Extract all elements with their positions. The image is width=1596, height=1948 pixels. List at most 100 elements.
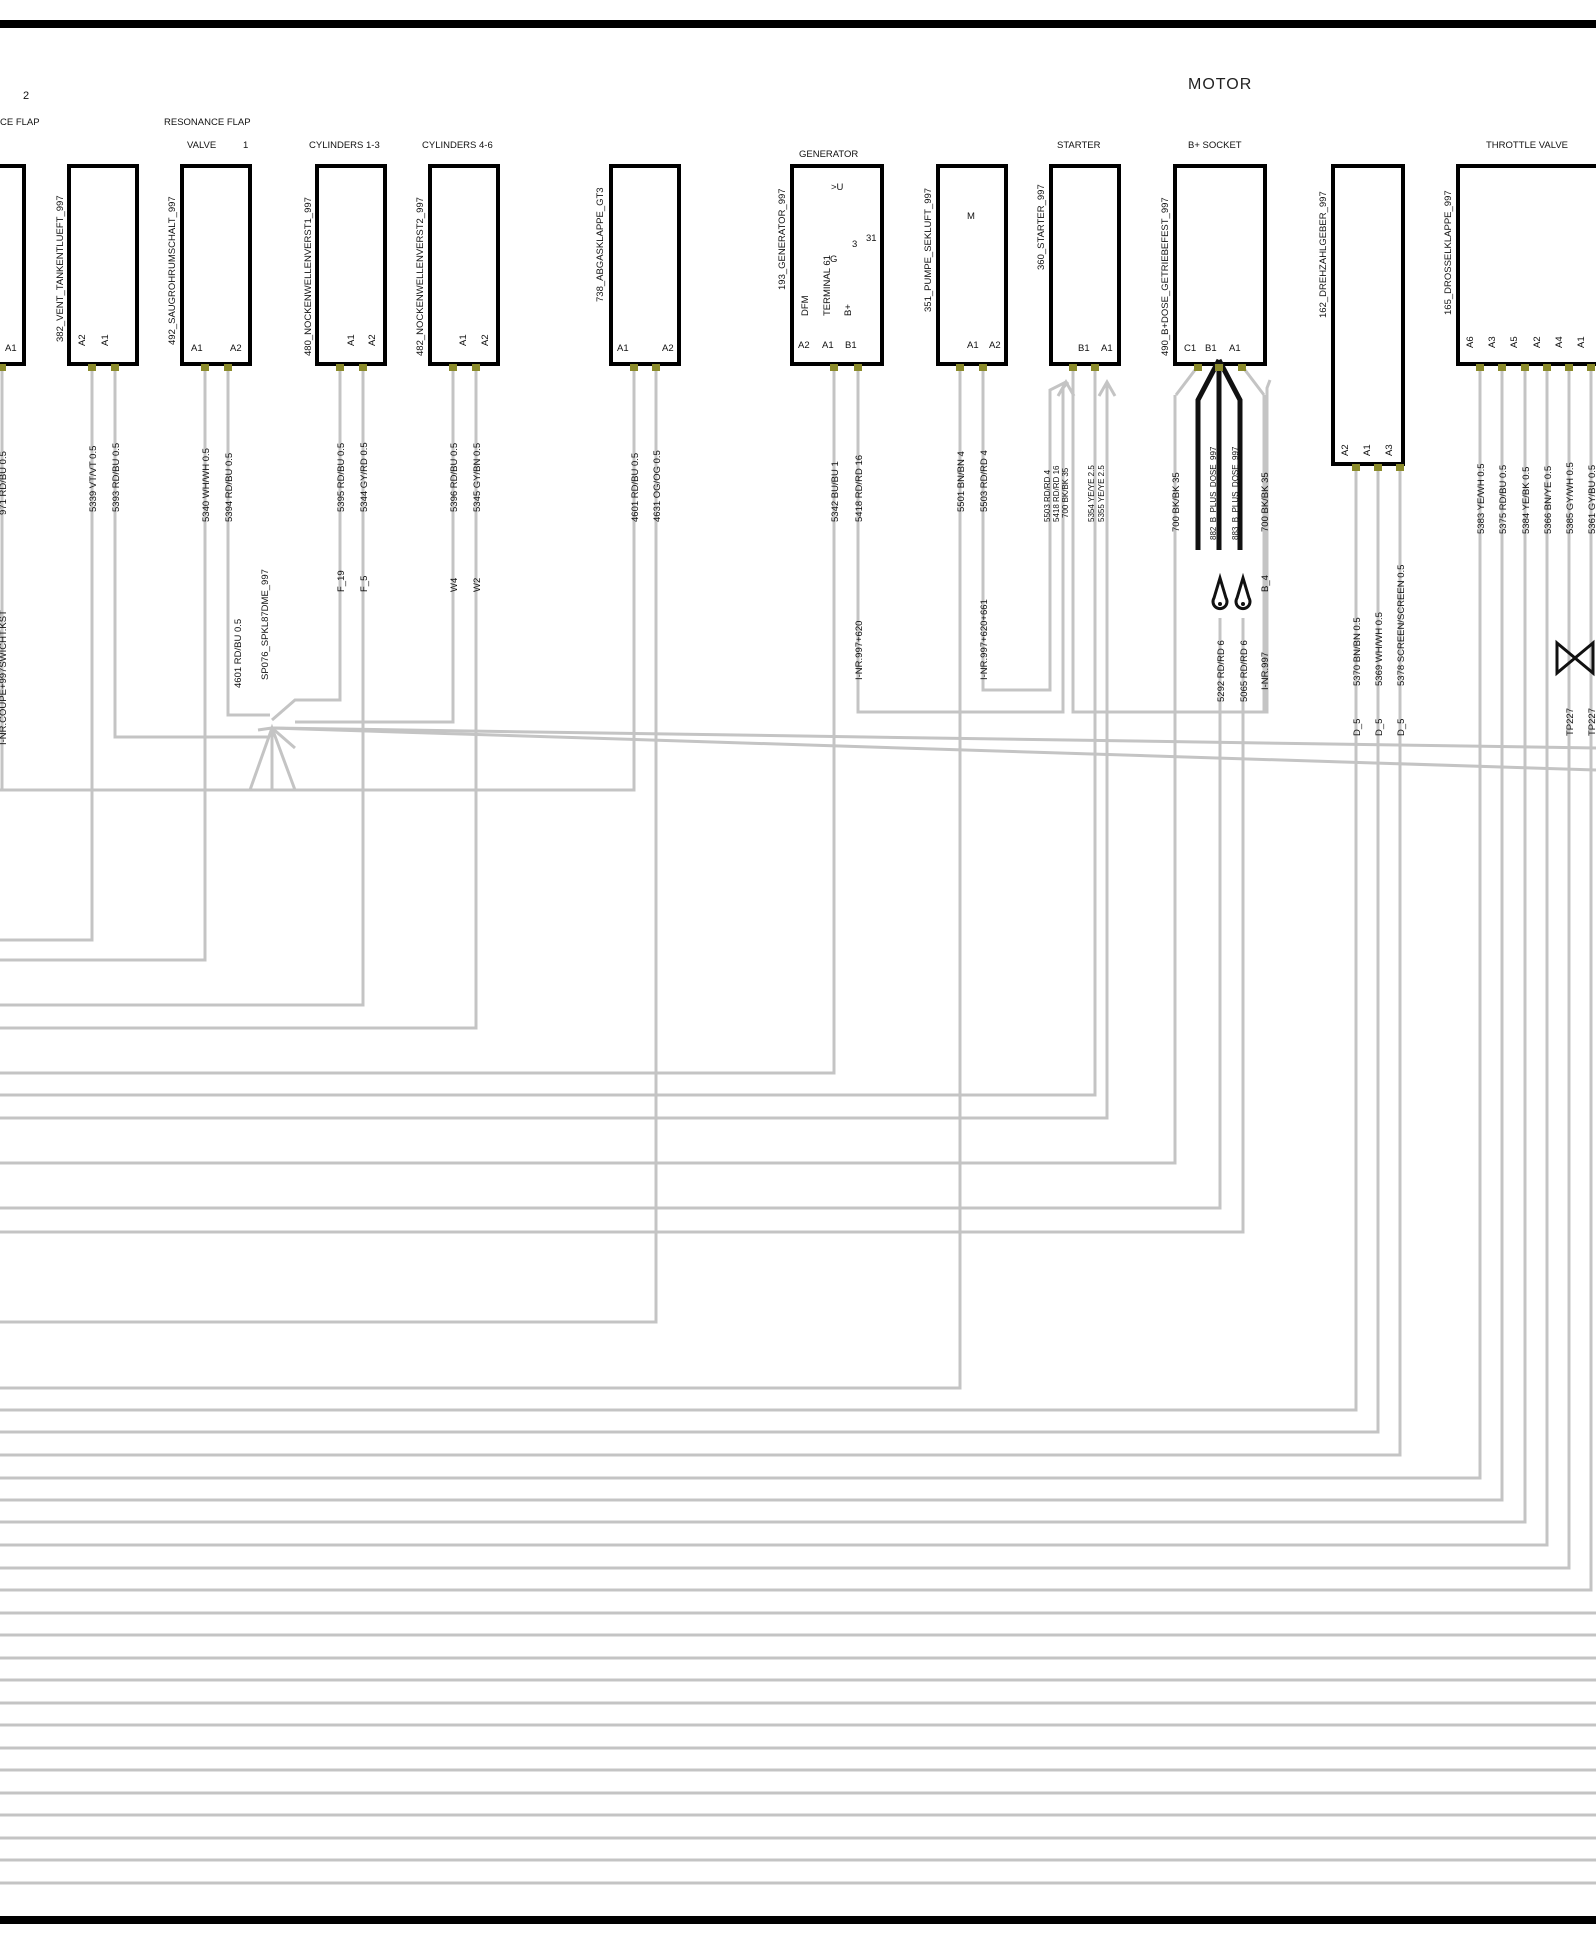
pin-label: A1 xyxy=(1576,336,1587,348)
component-left-partial xyxy=(0,164,26,366)
wire-label: 5378 SCREEN/SCREEN 0.5 xyxy=(1396,565,1407,686)
bus-lines xyxy=(0,1611,1596,1885)
pin-marker xyxy=(1069,364,1077,371)
pin-marker xyxy=(956,364,964,371)
component-490-bsocket xyxy=(1173,164,1267,366)
wire-label: 5344 GY/RD 0.5 xyxy=(359,442,370,512)
wire-label: 5345 GY/BN 0.5 xyxy=(472,443,483,512)
component-name: 482_NOCKENWELLENVERST2_997 xyxy=(415,197,426,356)
pin-label: A2 xyxy=(367,334,378,346)
pin-label: A2 xyxy=(798,340,810,351)
ring-terminals xyxy=(1211,572,1252,611)
component-name: 492_SAUGROHRUMSCHALT_997 xyxy=(167,196,178,345)
cylinders-4-6-label: CYLINDERS 4-6 xyxy=(422,140,493,151)
pin-marker xyxy=(1374,464,1382,471)
wire-label: 5393 RD/BU 0.5 xyxy=(111,443,122,512)
starter-label: STARTER xyxy=(1057,140,1101,151)
component-name: 360_STARTER_997 xyxy=(1036,184,1047,270)
wire-label: 5383 YE/WH 0.5 xyxy=(1476,463,1487,534)
pin-label: A1 xyxy=(346,334,357,346)
wire-dest: TP227 xyxy=(1587,708,1596,736)
pin-label: A1 xyxy=(1101,343,1113,354)
pump-m: M xyxy=(967,211,975,222)
wire-label: 5503 RD/RD 4 xyxy=(1043,469,1052,522)
pin-marker xyxy=(1091,364,1099,371)
component-name: 165_DROSSELKLAPPE_997 xyxy=(1443,190,1454,315)
pin-label: A3 xyxy=(1384,444,1395,456)
pin-label: A1 xyxy=(617,343,629,354)
pin-marker xyxy=(652,364,660,371)
gen-31: 31 xyxy=(866,233,877,244)
pin-marker xyxy=(1238,364,1246,371)
bottom-border xyxy=(0,1916,1596,1924)
valve-label: VALVE xyxy=(187,140,216,151)
component-351-pumpe xyxy=(936,164,1008,366)
wire-label: 5292 RD/RD 6 xyxy=(1216,640,1227,702)
pin-marker xyxy=(1587,364,1595,371)
pin-label: A1 xyxy=(191,343,203,354)
pin-label: A1 xyxy=(822,340,834,351)
pin-label: A1 xyxy=(5,343,17,354)
sheet-title: MOTOR xyxy=(1188,76,1252,93)
wire-label: 5342 BU/BU 1 xyxy=(830,461,841,522)
vertical-wires xyxy=(0,366,1593,1592)
pin-label: A2 xyxy=(1340,444,1351,456)
pin-label: A1 xyxy=(100,334,111,346)
pin-marker xyxy=(359,364,367,371)
pin-marker xyxy=(224,364,232,371)
pin-marker xyxy=(1215,364,1223,371)
bsocket-label: B+ SOCKET xyxy=(1188,140,1242,151)
generator-label: GENERATOR xyxy=(799,149,858,160)
pin-label: B1 xyxy=(1205,343,1217,354)
bowtie-symbol xyxy=(1555,639,1595,677)
wire-label: 5394 RD/BU 0.5 xyxy=(224,453,235,522)
wire-label: 5375 RD/BU 0.5 xyxy=(1498,465,1509,534)
pin-marker xyxy=(1498,364,1506,371)
top-border xyxy=(0,20,1596,28)
component-162-drehzahl xyxy=(1331,164,1405,466)
gen-bplus: B+ xyxy=(843,304,854,316)
pin-marker xyxy=(201,364,209,371)
wire-label: 5385 GY/WH 0.5 xyxy=(1565,462,1576,534)
wire-dest: I-NR.997+620 xyxy=(854,621,865,680)
wire-label: 4601 RD/BU 0.5 xyxy=(233,619,244,688)
pin-marker xyxy=(830,364,838,371)
pin-marker xyxy=(1476,364,1484,371)
pin-label: A2 xyxy=(230,343,242,354)
wire-label: 5395 RD/BU 0.5 xyxy=(336,443,347,512)
wire-label: 883_B_PLUS_DOSE_997 xyxy=(1231,446,1240,540)
wire-label: 5065 RD/RD 6 xyxy=(1239,640,1250,702)
gen-g: G xyxy=(830,254,837,265)
component-165-drossel xyxy=(1456,164,1596,366)
wire-label: 4631 OG/OG 0.5 xyxy=(652,450,663,522)
wire-label: 700 BK/BK 35 xyxy=(1260,472,1271,532)
wire-label: 5418 RD/RD 16 xyxy=(854,455,865,522)
component-name: 738_ABGASKLAPPE_GT3 xyxy=(595,187,606,302)
pin-marker xyxy=(854,364,862,371)
pin-marker xyxy=(336,364,344,371)
wire-dest: D_5 xyxy=(1374,719,1385,736)
wire-dest: I-NR.997 xyxy=(1260,652,1271,690)
wire-dest: W2 xyxy=(472,578,483,592)
wire-label: 5396 RD/BU 0.5 xyxy=(449,443,460,512)
wire-labels: 971 RD/BU 0.5 I-NR.COUPE+997SWICHT.KST 5… xyxy=(0,442,1596,745)
wire-label: 5503 RD/RD 4 xyxy=(979,450,990,512)
wire-label: 971 RD/BU 0.5 xyxy=(0,451,9,515)
pin-label: A2 xyxy=(77,334,88,346)
pin-marker xyxy=(449,364,457,371)
component-492-saugrohr xyxy=(180,164,252,366)
component-382-vent xyxy=(67,164,139,366)
wire-label: 5384 YE/BK 0.5 xyxy=(1521,467,1532,534)
wire-dest: D_5 xyxy=(1396,719,1407,736)
component-360-starter xyxy=(1049,164,1121,366)
component-name: 193_GENERATOR_997 xyxy=(777,188,788,290)
wire-label: 5361 GY/BU 0.5 xyxy=(1587,465,1596,534)
wire-label: 5370 BN/BN 0.5 xyxy=(1352,617,1363,686)
pin-marker xyxy=(630,364,638,371)
wire-dest: F_19 xyxy=(336,570,347,592)
wire-dest: I-NR.COUPE+997SWICHT.KST xyxy=(0,610,9,745)
resonance-flap-label: RESONANCE FLAP xyxy=(164,117,251,128)
page-marker: 2 xyxy=(23,90,29,102)
wire-label: 5340 WH/WH 0.5 xyxy=(201,448,212,522)
